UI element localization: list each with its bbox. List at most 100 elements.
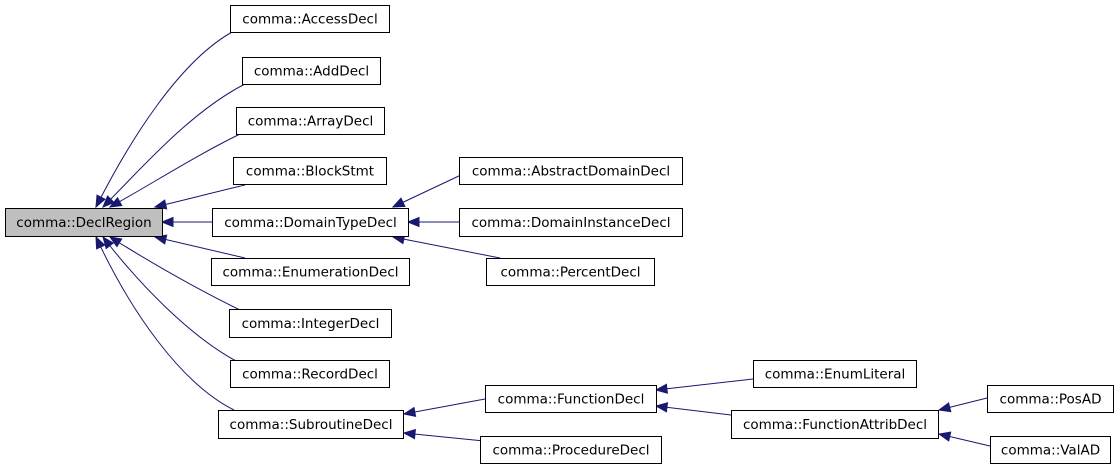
- arrow-head: [102, 195, 115, 208]
- arrow-head: [95, 194, 106, 209]
- class-node-label: comma::EnumerationDecl: [222, 265, 398, 281]
- edge-line: [154, 236, 246, 259]
- arrow-head: [402, 406, 417, 418]
- edge-FunctionAttribDecl-to-FunctionDecl: [654, 402, 732, 416]
- edge-EnumLiteral-to-FunctionDecl: [654, 378, 754, 394]
- class-node-box: [229, 309, 392, 338]
- class-node-label: comma::FunctionDecl: [498, 392, 645, 408]
- edge-FunctionDecl-to-SubroutineDecl: [402, 398, 486, 418]
- class-node-enumeration-decl[interactable]: comma::EnumerationDecl: [211, 258, 410, 286]
- class-node-box: [5, 208, 163, 237]
- class-node-access-decl[interactable]: comma::AccessDecl: [230, 5, 390, 33]
- class-node-label: comma::AccessDecl: [242, 12, 377, 28]
- class-node-box: [459, 208, 683, 237]
- arrow-head: [153, 199, 168, 210]
- class-node-box: [211, 258, 410, 286]
- class-node-block-stmt[interactable]: comma::BlockStmt: [233, 157, 387, 185]
- edge-PercentDecl-to-DomainTypeDecl: [391, 234, 501, 259]
- class-node-label: comma::ProcedureDecl: [492, 443, 649, 459]
- edge-ProcedureDecl-to-SubroutineDecl: [402, 428, 485, 442]
- class-node-label: comma::ValAD: [1001, 443, 1100, 459]
- class-node-label: comma::ArrayDecl: [248, 114, 374, 130]
- class-node-box: [731, 410, 939, 439]
- class-node-box: [218, 410, 404, 439]
- edge-line: [109, 236, 241, 311]
- arrow-head: [654, 402, 669, 413]
- class-node-box: [987, 385, 1114, 413]
- edge-EnumerationDecl-to-DeclRegion: [153, 234, 246, 259]
- class-node-label: comma::AddDecl: [254, 64, 369, 80]
- class-node-box: [480, 436, 662, 464]
- class-node-percent-decl[interactable]: comma::PercentDecl: [486, 258, 655, 286]
- class-node-label: comma::BlockStmt: [246, 164, 374, 180]
- edges-layer: [95, 30, 991, 447]
- class-node-domain-type-decl[interactable]: comma::DomainTypeDecl: [212, 208, 409, 237]
- class-node-label: comma::RecordDecl: [242, 367, 378, 383]
- arrow-head: [937, 402, 952, 413]
- edge-line: [655, 405, 732, 416]
- class-node-val-ad[interactable]: comma::ValAD: [990, 436, 1111, 464]
- edge-line: [102, 83, 246, 208]
- class-node-add-decl[interactable]: comma::AddDecl: [242, 57, 381, 85]
- edge-line: [392, 236, 501, 259]
- arrow-head: [937, 431, 952, 442]
- edge-DomainInstanceDecl-to-DomainTypeDecl: [406, 216, 459, 228]
- class-node-box: [230, 360, 390, 388]
- edge-line: [154, 184, 246, 208]
- arrow-head: [102, 235, 115, 250]
- edge-ArrayDecl-to-DeclRegion: [108, 133, 241, 208]
- arrow-head: [108, 236, 123, 248]
- class-node-box: [485, 385, 657, 413]
- edge-ValAD-to-FunctionAttribDecl: [937, 431, 991, 447]
- class-node-label: comma::EnumLiteral: [765, 367, 906, 383]
- class-node-label: comma::IntegerDecl: [242, 316, 380, 332]
- edge-AddDecl-to-DeclRegion: [102, 83, 246, 208]
- class-node-label: comma::DomainInstanceDecl: [471, 215, 670, 231]
- edge-line: [102, 236, 237, 362]
- edge-AccessDecl-to-DeclRegion: [95, 30, 235, 209]
- nodes-layer: comma::DeclRegion comma::AccessDeclcomma:…: [5, 5, 1114, 464]
- class-node-function-attrib-decl[interactable]: comma::FunctionAttribDecl: [731, 410, 939, 439]
- class-node-decl-region[interactable]: comma::DeclRegion: [5, 208, 163, 237]
- class-node-box: [233, 157, 387, 185]
- edge-line: [109, 133, 241, 208]
- edge-BlockStmt-to-DeclRegion: [153, 184, 246, 210]
- class-node-procedure-decl[interactable]: comma::ProcedureDecl: [480, 436, 662, 464]
- class-node-label: comma::SubroutineDecl: [230, 417, 393, 433]
- class-node-array-decl[interactable]: comma::ArrayDecl: [236, 107, 385, 135]
- edge-line: [95, 236, 235, 411]
- class-node-box: [753, 360, 917, 388]
- class-node-function-decl[interactable]: comma::FunctionDecl: [485, 385, 657, 413]
- edge-IntegerDecl-to-DeclRegion: [108, 236, 241, 311]
- class-node-box: [990, 436, 1111, 464]
- class-node-box: [459, 157, 683, 185]
- class-node-record-decl[interactable]: comma::RecordDecl: [230, 360, 390, 388]
- class-node-box: [230, 5, 390, 33]
- class-node-subroutine-decl[interactable]: comma::SubroutineDecl: [218, 410, 404, 439]
- class-node-label: comma::PosAD: [1000, 392, 1102, 408]
- edge-SubroutineDecl-to-DeclRegion: [95, 235, 235, 411]
- class-node-box: [242, 57, 381, 85]
- class-node-enum-literal[interactable]: comma::EnumLiteral: [753, 360, 917, 388]
- arrow-head: [654, 383, 668, 394]
- edge-RecordDecl-to-DeclRegion: [102, 235, 237, 362]
- class-node-pos-ad[interactable]: comma::PosAD: [987, 385, 1114, 413]
- arrow-head: [402, 428, 416, 440]
- class-node-box: [486, 258, 655, 286]
- arrow-head: [95, 235, 106, 250]
- class-node-abstract-domain-decl[interactable]: comma::AbstractDomainDecl: [459, 157, 683, 185]
- edge-line: [403, 432, 485, 442]
- class-node-label: comma::DeclRegion: [16, 215, 151, 231]
- arrow-head: [108, 196, 123, 208]
- class-node-label: comma::FunctionAttribDecl: [743, 417, 927, 433]
- edge-PosAD-to-FunctionAttribDecl: [937, 397, 988, 413]
- arrow-head: [391, 197, 406, 208]
- class-node-label: comma::AbstractDomainDecl: [472, 164, 670, 180]
- class-node-label: comma::DomainTypeDecl: [224, 215, 397, 231]
- class-node-label: comma::PercentDecl: [500, 265, 640, 281]
- class-node-box: [236, 107, 385, 135]
- class-node-domain-instance-decl[interactable]: comma::DomainInstanceDecl: [459, 208, 683, 237]
- arrow-head: [406, 216, 420, 228]
- class-node-integer-decl[interactable]: comma::IntegerDecl: [229, 309, 392, 338]
- class-node-box: [212, 208, 409, 237]
